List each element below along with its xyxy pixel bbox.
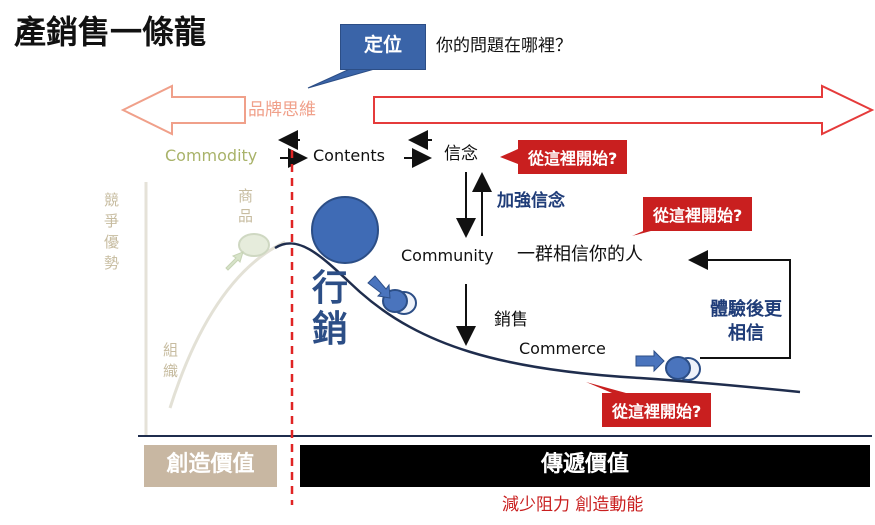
commodity-label: Commodity [165, 146, 258, 165]
deliver-value-bar: 傳遞價值 [300, 445, 870, 487]
start-here-callout-3: 從這裡開始? [602, 393, 712, 427]
organization-label: 組織 [163, 341, 179, 380]
positioning-question: 你的問題在哪裡？ [436, 36, 572, 56]
sales-label: 銷售 [494, 310, 528, 330]
strengthen-belief-label: 加強信念 [497, 191, 565, 211]
deliver-value-label: 傳遞價值 [540, 452, 629, 477]
marketing-curve [274, 242, 801, 394]
brand-arrow-left [120, 84, 246, 136]
roll-arrow-2 [635, 349, 665, 373]
marketing-label: 行銷 [312, 268, 349, 351]
product-ellipse [238, 233, 270, 257]
competitive-advantage-label: 競爭優勢 [104, 191, 120, 272]
product-arrow [225, 251, 244, 271]
belief-label: 信念 [444, 144, 478, 164]
contents-label: Contents [313, 146, 385, 165]
positioning-pointer [307, 67, 379, 89]
create-value-bar: 創造價值 [144, 445, 277, 487]
start-here-callout-2: 從這裡開始? [643, 197, 753, 231]
page-title: 產銷售一條龍 [14, 13, 207, 51]
callout3-pointer [586, 382, 626, 393]
community-desc-label: 一群相信你的人 [517, 244, 643, 265]
positioning-box: 定位 [340, 24, 426, 70]
experience-label: 體驗後更相信 [710, 299, 782, 345]
feedback-loop [688, 250, 791, 359]
start-here-callout-1: 從這裡開始? [518, 140, 628, 174]
create-value-label: 創造價值 [166, 452, 255, 477]
tagline: 減少阻力 創造動能 [502, 495, 644, 515]
community-label: Community [401, 246, 494, 265]
positioning-label: 定位 [363, 34, 402, 56]
big-ball [311, 196, 379, 264]
roll-ball-2a [665, 356, 691, 380]
roll-arrow-1 [367, 275, 391, 299]
callout1-pointer [500, 149, 518, 164]
commerce-label: Commerce [519, 339, 606, 358]
brand-arrow-right [373, 84, 875, 136]
brand-thinking-label: 品牌思維 [248, 100, 316, 120]
goods-label: 商品 [238, 187, 254, 226]
organization-curve [168, 240, 286, 409]
